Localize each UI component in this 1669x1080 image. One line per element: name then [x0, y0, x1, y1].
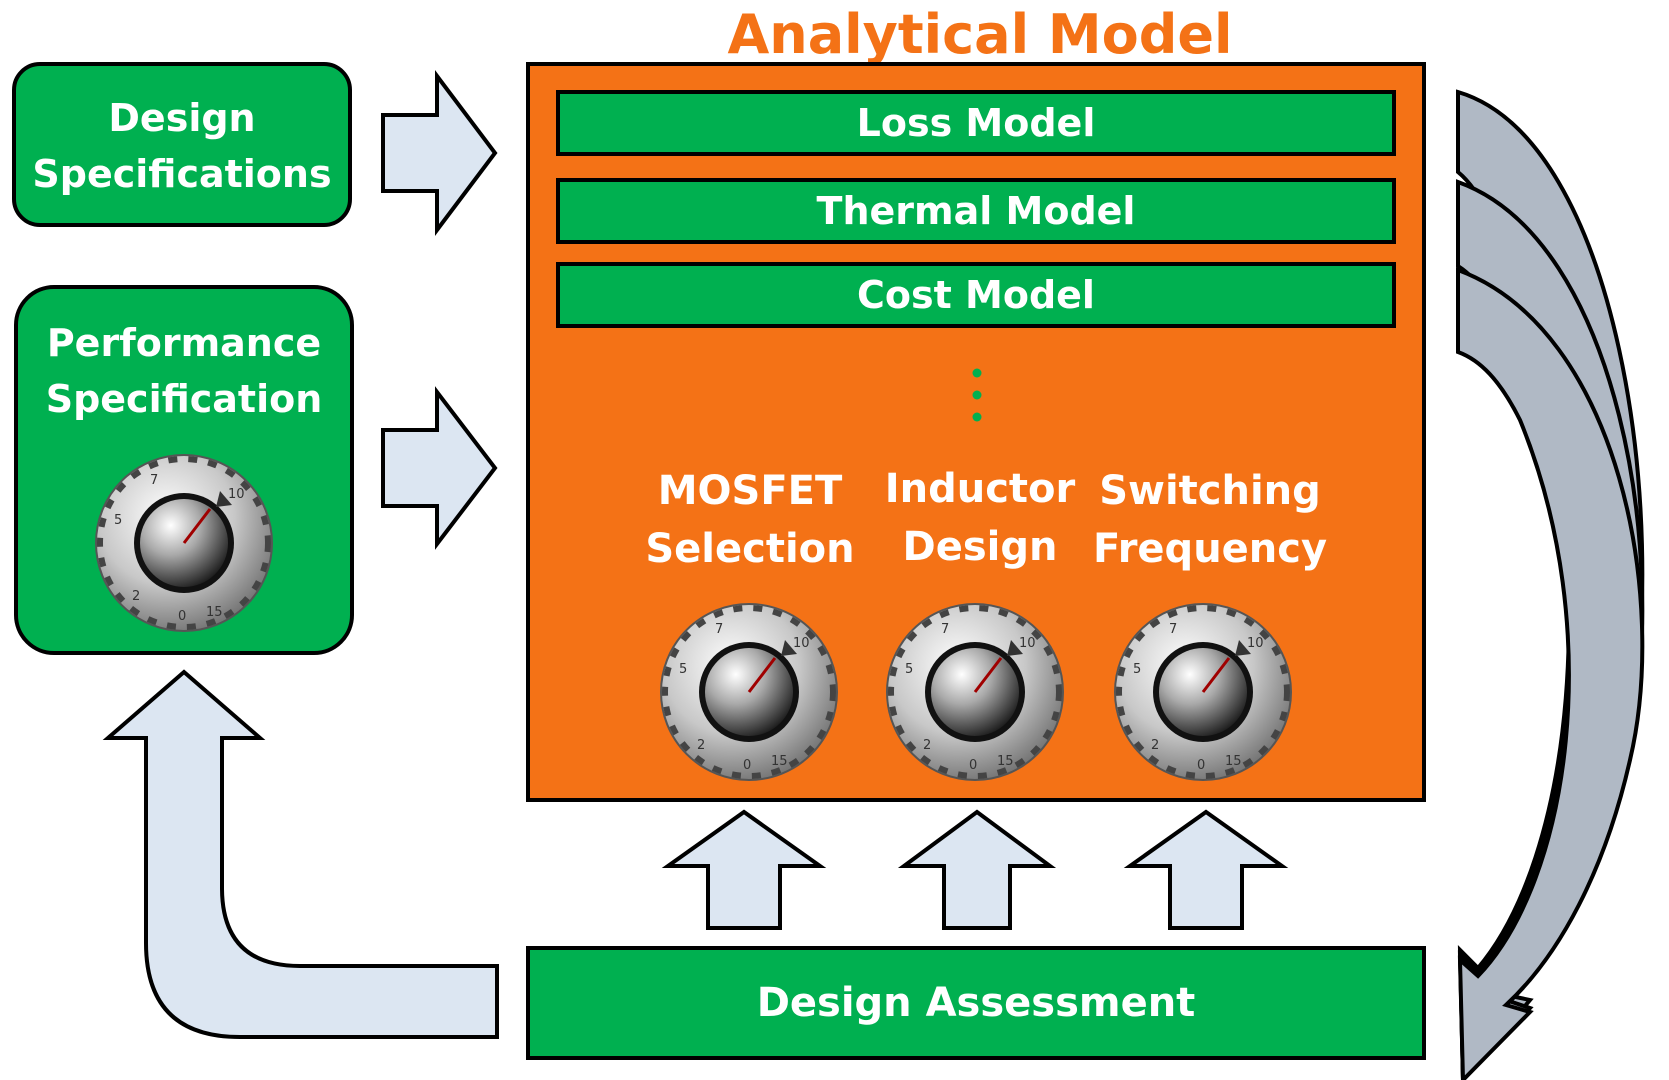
- design-specs-line-1: Design: [108, 96, 256, 140]
- performance-spec-line-2: Specification: [45, 377, 323, 421]
- parameter-inductor-line-1: Inductor: [884, 466, 1076, 512]
- dial-scale-label: 5: [114, 513, 123, 528]
- dial-scale-label: 0: [969, 758, 978, 773]
- parameter-mosfet-line-2: Selection: [645, 526, 855, 572]
- dial-scale-label: 0: [1197, 758, 1206, 773]
- design-specs-line-2: Specifications: [32, 152, 332, 196]
- dial-scale-label: 7: [150, 473, 159, 488]
- parameter-switching: Switching Frequency: [1080, 462, 1340, 578]
- parameter-switching-line-1: Switching: [1099, 468, 1321, 514]
- dial-scale-label: 10: [793, 636, 810, 651]
- dial-scale-label: 15: [997, 754, 1014, 769]
- thermal-model-bar: Thermal Model: [556, 178, 1396, 244]
- mosfet-dial: [661, 604, 837, 780]
- parameter-switching-line-2: Frequency: [1092, 526, 1328, 572]
- inductor-dial: [887, 604, 1063, 780]
- dial-scale-label: 2: [1151, 738, 1160, 753]
- dial-scale-label: 10: [228, 487, 245, 502]
- parameter-inductor: Inductor Design: [850, 460, 1110, 576]
- up-arrow-inductor: [897, 809, 1057, 930]
- parameter-mosfet: MOSFET Selection: [620, 462, 880, 578]
- diagram-title: Analytical Model: [727, 3, 1233, 66]
- dial-scale-label: 2: [923, 738, 932, 753]
- performance-spec-line-1: Performance: [46, 321, 322, 365]
- dial-scale-label: 5: [905, 662, 914, 677]
- ellipsis-dot: [972, 368, 982, 378]
- design-specs-arrow: [381, 70, 498, 236]
- dial-scale-label: 15: [771, 754, 788, 769]
- dial-scale-label: 5: [1133, 662, 1142, 677]
- switching-dial: [1115, 604, 1291, 780]
- dial-scale-label: 10: [1247, 636, 1264, 651]
- design-specifications-box: Design Specifications: [12, 62, 352, 227]
- dial-scale-label: 7: [941, 622, 950, 637]
- performance-spec-arrow: [381, 386, 498, 550]
- ellipsis-dot: [972, 412, 982, 422]
- dial-scale-label: 7: [1169, 622, 1178, 637]
- performance-dial: [96, 455, 272, 631]
- ellipsis-dot: [972, 390, 982, 400]
- dial-scale-label: 10: [1019, 636, 1036, 651]
- dial-scale-label: 0: [178, 609, 187, 624]
- up-arrow-switching: [1123, 809, 1289, 930]
- up-arrow-mosfet: [661, 809, 827, 930]
- dial-scale-label: 7: [715, 622, 724, 637]
- curved-arrow-3: [1456, 267, 1645, 1080]
- dial-scale-label: 15: [1225, 754, 1242, 769]
- parameter-mosfet-line-1: MOSFET: [657, 468, 843, 514]
- loss-model-bar: Loss Model: [556, 90, 1396, 156]
- dial-scale-label: 0: [743, 758, 752, 773]
- dial-scale-label: 2: [132, 589, 141, 604]
- dial-scale-label: 2: [697, 738, 706, 753]
- cost-model-bar: Cost Model: [556, 262, 1396, 328]
- dial-scale-label: 15: [206, 605, 223, 620]
- dial-scale-label: 5: [679, 662, 688, 677]
- design-assessment-box: Design Assessment: [526, 946, 1426, 1060]
- parameter-inductor-line-2: Design: [902, 524, 1058, 570]
- feedback-arrow: [102, 669, 499, 1039]
